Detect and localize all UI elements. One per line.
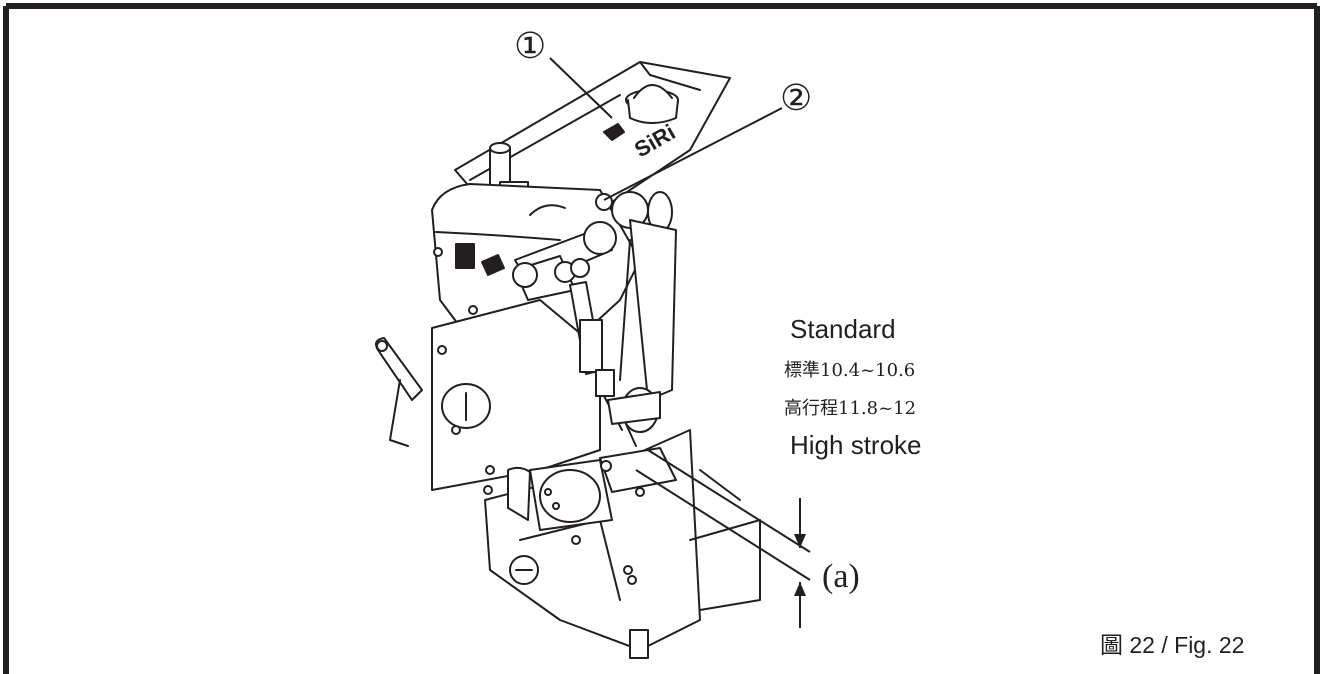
high-stroke-range-zh: 高行程11.8~12 — [784, 398, 917, 419]
leader-line-a-upper — [647, 449, 811, 553]
dimension-label-a: (a) — [822, 558, 860, 595]
standard-label-en: Standard — [790, 314, 896, 344]
sewing-machine-drawing: SiRi — [375, 61, 761, 659]
callout-number-1: ① — [514, 26, 547, 66]
standard-range-zh: 標準10.4~10.6 — [784, 360, 916, 381]
callout-leaders — [549, 57, 811, 581]
page-border — [3, 3, 1320, 674]
dimension-marker — [794, 498, 806, 628]
leader-line-1 — [549, 57, 613, 119]
callout-number-2: ② — [780, 78, 813, 118]
high-stroke-label-en: High stroke — [790, 430, 922, 460]
leader-line-a-lower — [635, 469, 811, 581]
leader-line-2 — [603, 107, 783, 201]
figure-caption: 圖 22 / Fig. 22 — [1100, 632, 1245, 658]
